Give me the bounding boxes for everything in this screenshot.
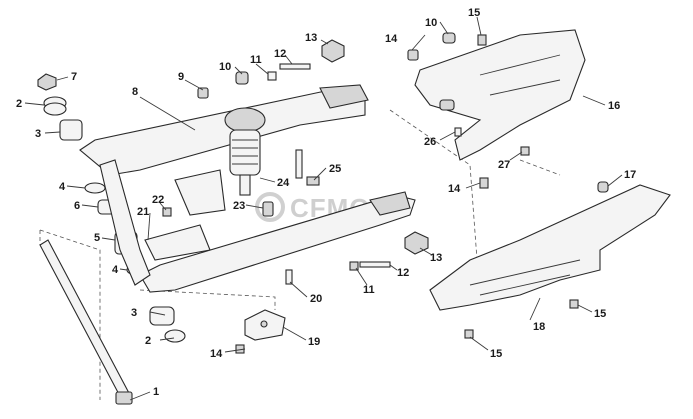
callout-10b: 10	[425, 17, 437, 29]
callout-16: 16	[608, 100, 620, 112]
leader-lines	[24, 16, 623, 401]
callout-15a: 15	[468, 7, 480, 19]
callout-25: 25	[329, 163, 341, 175]
rear-fender	[414, 29, 586, 161]
bracket	[244, 309, 286, 341]
callout-15b: 15	[594, 308, 606, 320]
callouts: 7 2 3 4 6 5 4 8 9 10 11 12 13 14 10 15 1…	[16, 7, 636, 398]
chain-guard	[429, 184, 671, 311]
callout-14b: 14	[448, 183, 461, 195]
swingarm	[79, 84, 416, 293]
callout-18: 18	[533, 321, 545, 333]
callout-11b: 11	[363, 284, 375, 296]
callout-19: 19	[308, 336, 320, 348]
callout-14a: 14	[385, 33, 398, 45]
callout-12b: 12	[397, 267, 409, 279]
hardware	[162, 32, 609, 354]
callout-9: 9	[178, 71, 184, 83]
callout-8: 8	[132, 86, 138, 98]
callout-4: 4	[59, 181, 66, 193]
callout-22: 22	[152, 194, 164, 206]
callout-21: 21	[137, 206, 149, 218]
callout-20: 20	[310, 293, 322, 305]
callout-1: 1	[153, 386, 159, 398]
callout-14c: 14	[210, 348, 223, 360]
callout-23: 23	[233, 200, 245, 212]
callout-7: 7	[71, 71, 77, 83]
callout-10a: 10	[219, 61, 231, 73]
callout-13b: 13	[430, 252, 442, 264]
callout-24: 24	[277, 177, 290, 189]
callout-5: 5	[94, 232, 100, 244]
callout-27: 27	[498, 159, 510, 171]
callout-2: 2	[16, 98, 22, 110]
callout-11a: 11	[250, 54, 262, 66]
rear-shock	[224, 107, 266, 196]
callout-17: 17	[624, 169, 636, 181]
callout-4b: 4	[112, 264, 119, 276]
pivot-shaft	[39, 239, 133, 405]
callout-3b: 3	[131, 307, 137, 319]
callout-12a: 12	[274, 48, 286, 60]
callout-26: 26	[424, 136, 436, 148]
callout-13a: 13	[305, 32, 317, 44]
callout-6: 6	[74, 200, 80, 212]
callout-15c: 15	[490, 348, 502, 360]
callout-2b: 2	[145, 335, 151, 347]
callout-3: 3	[35, 128, 41, 140]
